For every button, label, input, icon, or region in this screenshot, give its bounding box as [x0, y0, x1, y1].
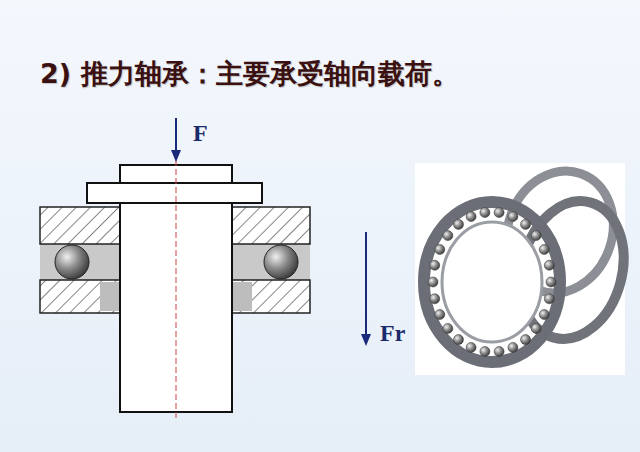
ball [466, 212, 476, 222]
arrow-head [171, 150, 181, 162]
cage-ring [424, 202, 560, 362]
ball [55, 245, 89, 279]
ball [531, 231, 541, 241]
slide-title: 2) 推力轴承：主要承受轴向载荷。 [40, 56, 459, 92]
shaft-washer [40, 207, 120, 244]
bearing-photo [424, 156, 638, 362]
ball [453, 335, 463, 345]
washer-bore [100, 282, 120, 311]
washer-bore [232, 282, 252, 311]
ball [539, 310, 549, 320]
ball [480, 346, 490, 356]
housing-washer [40, 280, 120, 313]
ball [508, 342, 518, 352]
ball [531, 323, 541, 333]
ball [521, 335, 531, 345]
ball [544, 294, 554, 304]
shaft-washer [232, 207, 310, 244]
bearing-gap [232, 244, 310, 280]
ball [435, 244, 445, 254]
ball [443, 231, 453, 241]
ball [544, 260, 554, 270]
ball [494, 346, 504, 356]
bearing-gap [40, 244, 120, 280]
ball [546, 277, 556, 287]
ball [508, 212, 518, 222]
ball [264, 245, 298, 279]
ball [521, 219, 531, 229]
ball [494, 208, 504, 218]
shaft-collar [87, 183, 262, 203]
force-label: Fr [380, 320, 405, 347]
ball [466, 342, 476, 352]
ball [480, 208, 490, 218]
ball [539, 244, 549, 254]
arrow-head [361, 334, 371, 346]
force-arrow [365, 232, 367, 338]
ball [443, 323, 453, 333]
ball [428, 277, 438, 287]
force-arrow [175, 118, 177, 154]
housing-washer [232, 280, 310, 313]
cage-ring [442, 222, 542, 342]
ball [435, 310, 445, 320]
center-line [176, 160, 177, 420]
ball [453, 219, 463, 229]
ball [430, 294, 440, 304]
force-label: F [193, 120, 208, 147]
ball [430, 260, 440, 270]
